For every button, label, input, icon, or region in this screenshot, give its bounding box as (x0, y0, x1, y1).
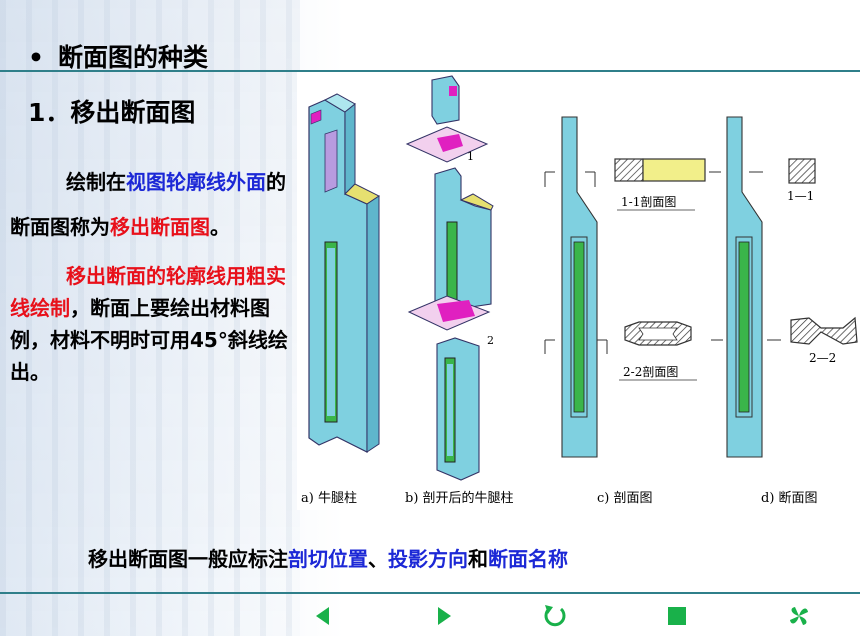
highlight-blue: 投影方向 (388, 547, 468, 571)
highlight-red: 移出断面图 (110, 215, 210, 239)
next-button[interactable] (428, 600, 462, 632)
background-column-decoration (0, 0, 300, 636)
section-view-c: 1-1剖面图 2-2剖面图 (544, 116, 706, 458)
prev-arrow-icon (316, 607, 329, 625)
section-heading-text: 断面图的种类 (57, 43, 208, 72)
paragraph-definition: 绘制在视图轮廓线外面的断面图称为移出断面图。 (10, 160, 295, 250)
text-span: 、 (368, 547, 388, 571)
prev-button[interactable] (305, 600, 339, 632)
section-2-2-label: 2-2剖面图 (623, 365, 678, 379)
caption-c: c) 剖面图 (597, 491, 653, 506)
text-span: ，断面上要绘出材料图例，材料不明时可用45°斜线绘出。 (10, 296, 288, 384)
section-1-1-label: 1-1剖面图 (621, 195, 676, 209)
highlight-blue: 剖切位置 (288, 547, 368, 571)
column-3d-a (308, 93, 380, 453)
cross-section-2-2-label: 2—2 (809, 351, 836, 365)
caption-a: a) 牛腿柱 (301, 491, 357, 506)
bottom-divider-line (0, 592, 860, 594)
highlight-blue: 视图轮廓线外面 (126, 170, 266, 194)
menu-button[interactable] (782, 600, 816, 632)
stop-button[interactable] (660, 600, 694, 632)
text-span: 移出断面图一般应标注 (88, 547, 288, 571)
paragraph-drawing-rule: 移出断面的轮廓线用粗实线绘制，断面上要绘出材料图例，材料不明时可用45°斜线绘出… (10, 260, 295, 388)
return-button[interactable] (538, 600, 572, 632)
section-heading: • 断面图的种类 (28, 38, 208, 74)
cross-section-1-1-label: 1—1 (787, 189, 814, 203)
stop-square-icon (668, 607, 686, 625)
highlight-blue: 断面名称 (488, 547, 568, 571)
return-icon (544, 605, 566, 627)
highlight-red: 移出断面的轮廓线用粗实线绘制 (10, 264, 286, 320)
cross-section-view-d: 1—1 2—2 (709, 116, 858, 458)
top-divider-line (0, 70, 860, 72)
text-span: 和 (468, 547, 488, 571)
text-span: 绘制在 (66, 170, 126, 194)
caption-b: b) 剖开后的牛腿柱 (405, 490, 514, 506)
caption-d: d) 断面图 (761, 491, 818, 506)
cut-label-2: 2 (487, 334, 494, 347)
column-3d-b: 1 2 (405, 75, 494, 481)
next-arrow-icon (438, 607, 451, 625)
annotation-summary: 移出断面图一般应标注剖切位置、投影方向和断面名称 (88, 543, 568, 572)
text-span: 。 (210, 215, 230, 239)
bullet-icon: • (28, 43, 44, 72)
figure-illustration: 1 2 1-1剖面图 2-2剖面图 (301, 75, 858, 506)
pinwheel-icon (790, 607, 808, 625)
corbel-column-figure: 1 2 1-1剖面图 2-2剖面图 (297, 72, 860, 510)
text-span: 的断面图称为 (10, 170, 286, 239)
sub-heading: 1．移出断面图 (28, 98, 196, 127)
body-text: 绘制在视图轮廓线外面的断面图称为移出断面图。 移出断面的轮廓线用粗实线绘制，断面… (10, 160, 295, 388)
cut-label-1: 1 (467, 150, 474, 163)
